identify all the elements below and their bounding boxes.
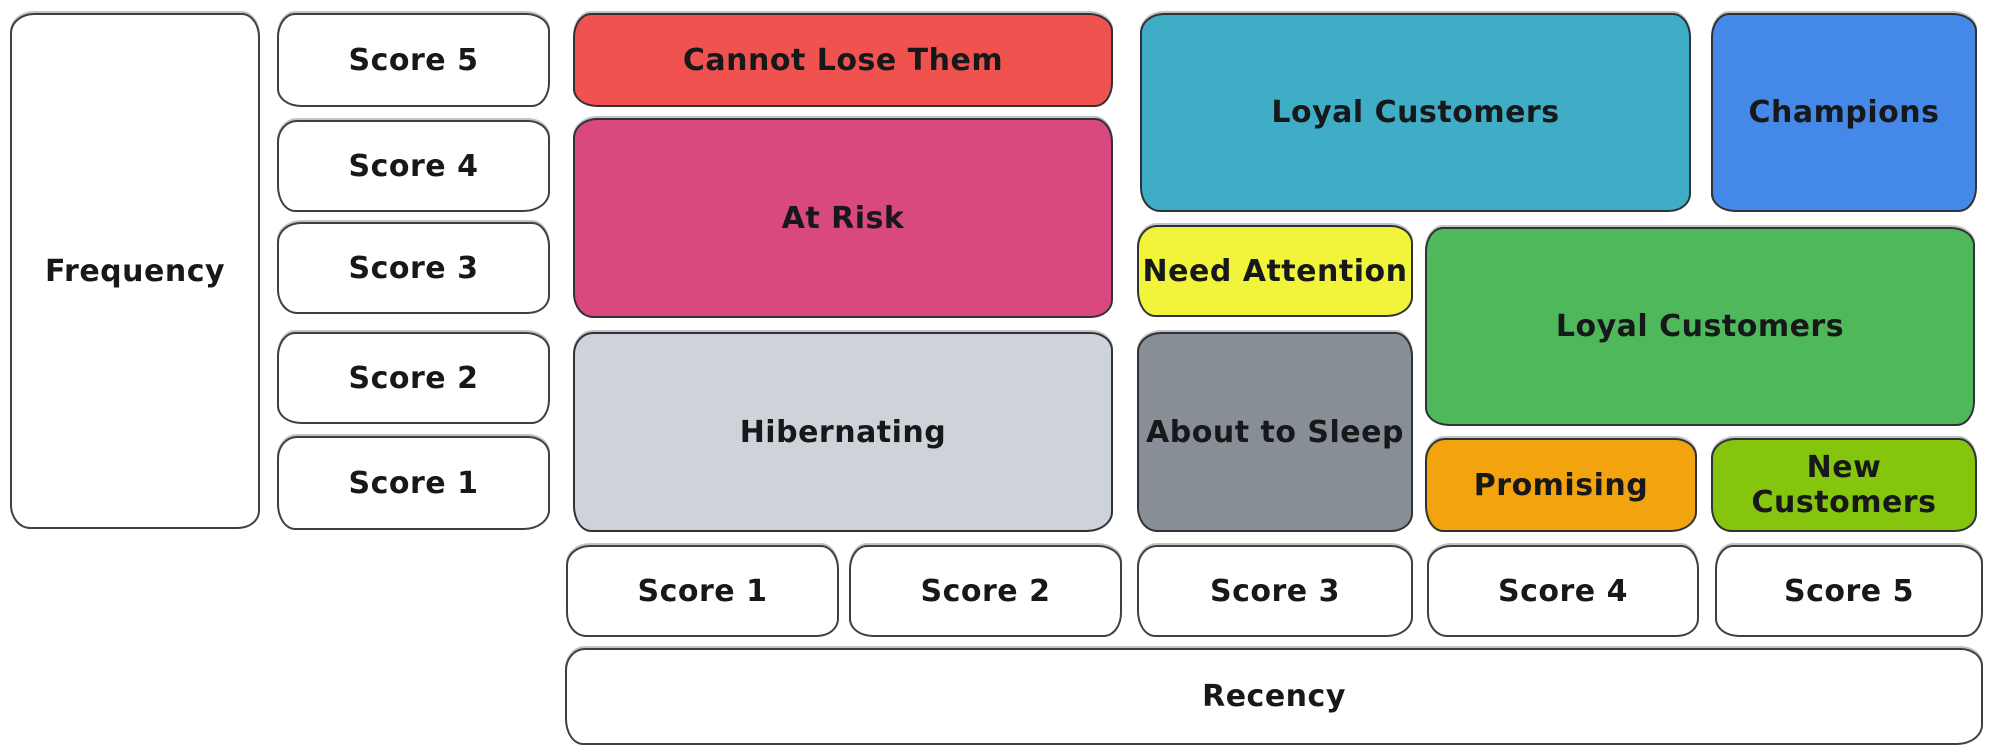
segment-cannot-lose-them-label: Cannot Lose Them <box>682 42 1004 78</box>
recency-axis-label-box: Recency <box>565 648 1983 745</box>
segment-about-to-sleep-label: About to Sleep <box>1146 414 1404 450</box>
recency-score-1-box: Score 1 <box>566 545 839 637</box>
segment-champions-label: Champions <box>1748 95 1940 130</box>
segment-hibernating-label: Hibernating <box>739 414 947 450</box>
segment-loyal-customers-green-label: Loyal Customers <box>1555 309 1845 344</box>
recency-score-4-box: Score 4 <box>1427 545 1699 637</box>
recency-score-2-box: Score 2 <box>849 545 1122 637</box>
frequency-score-1-label: Score 1 <box>348 465 479 501</box>
recency-score-4-label: Score 4 <box>1498 573 1628 609</box>
frequency-score-3-box: Score 3 <box>277 222 550 314</box>
segment-at-risk: At Risk <box>573 118 1113 318</box>
segment-at-risk-label: At Risk <box>781 200 905 236</box>
recency-score-2-label: Score 2 <box>920 573 1051 609</box>
frequency-axis-label: Frequency <box>44 253 226 289</box>
frequency-score-4-label: Score 4 <box>348 148 479 184</box>
segment-hibernating: Hibernating <box>573 332 1113 532</box>
recency-score-1-label: Score 1 <box>637 573 768 609</box>
segment-need-attention: Need Attention <box>1137 225 1413 317</box>
segment-promising-label: Promising <box>1473 467 1649 503</box>
segment-champions: Champions <box>1711 13 1977 212</box>
frequency-score-4-box: Score 4 <box>277 120 550 212</box>
segment-about-to-sleep: About to Sleep <box>1137 332 1413 532</box>
frequency-axis-label-box: Frequency <box>10 13 260 529</box>
frequency-score-2-box: Score 2 <box>277 332 550 424</box>
frequency-score-5-label: Score 5 <box>348 42 479 78</box>
segment-promising: Promising <box>1425 438 1697 532</box>
recency-axis-label: Recency <box>1202 679 1346 714</box>
segment-new-customers-label: New Customers <box>1751 450 1937 520</box>
frequency-score-3-label: Score 3 <box>348 250 479 286</box>
frequency-score-5-box: Score 5 <box>277 13 550 107</box>
segment-need-attention-label: Need Attention <box>1142 253 1408 289</box>
segment-loyal-customers-teal-label: Loyal Customers <box>1271 95 1560 130</box>
segment-loyal-customers-teal: Loyal Customers <box>1140 13 1691 212</box>
recency-score-3-box: Score 3 <box>1137 545 1413 637</box>
segment-new-customers: New Customers <box>1711 438 1977 532</box>
segment-loyal-customers-green: Loyal Customers <box>1425 227 1975 426</box>
recency-score-3-label: Score 3 <box>1210 573 1340 609</box>
segment-cannot-lose-them: Cannot Lose Them <box>573 13 1113 107</box>
recency-score-5-label: Score 5 <box>1784 573 1914 609</box>
recency-score-5-box: Score 5 <box>1715 545 1983 637</box>
frequency-score-2-label: Score 2 <box>348 360 479 396</box>
frequency-score-1-box: Score 1 <box>277 436 550 530</box>
